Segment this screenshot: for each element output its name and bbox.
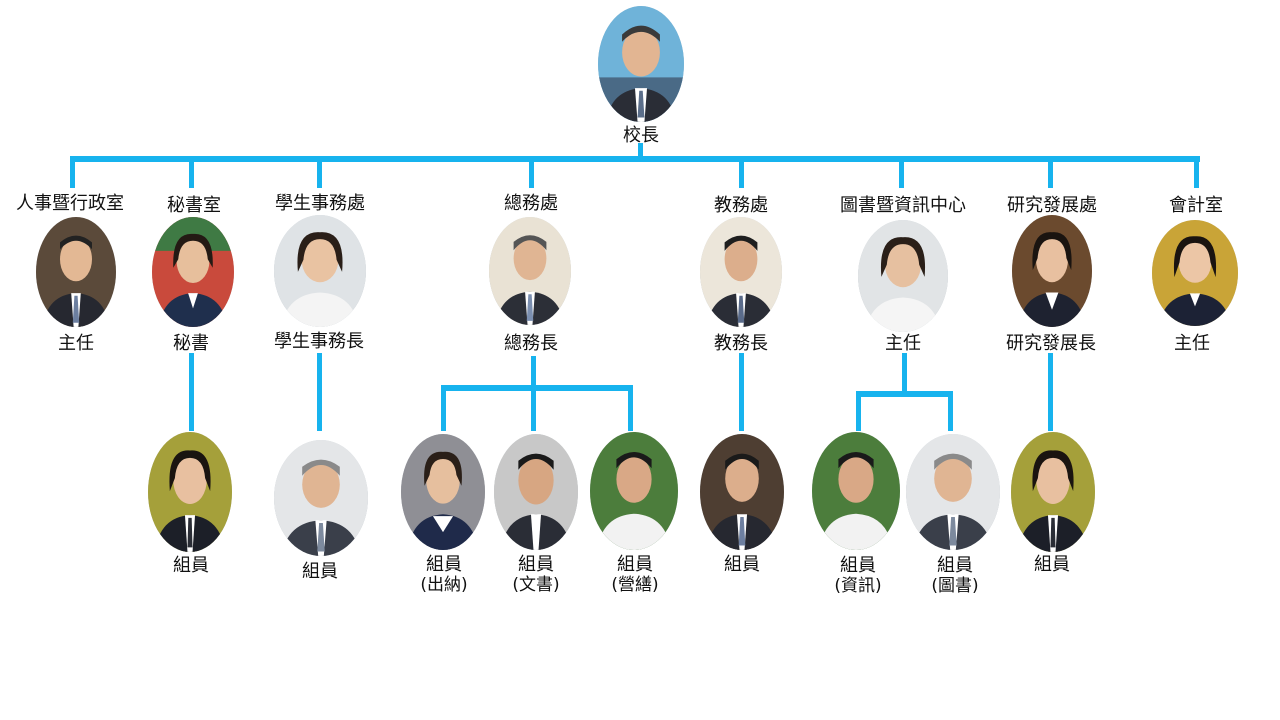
connector-dept-7 bbox=[1048, 156, 1053, 188]
connector-main-horizontal bbox=[70, 156, 1200, 162]
dept-name-personnel: 人事暨行政室 bbox=[16, 193, 124, 214]
dept-head-role-secretariat: 秘書 bbox=[173, 333, 209, 354]
connector-academic-staff bbox=[739, 353, 744, 431]
dept-head-photo-academic-affairs bbox=[700, 217, 782, 327]
staff-note-maintenance: (營繕) bbox=[611, 575, 659, 595]
dept-head-role-general-affairs: 總務長 bbox=[504, 333, 558, 354]
connector-research-staff bbox=[1048, 353, 1053, 431]
dept-head-role-academic-affairs: 教務長 bbox=[714, 333, 768, 354]
connector-library-down bbox=[902, 353, 907, 393]
staff-photo-academic-affairs bbox=[700, 434, 784, 550]
staff-note-documents: (文書) bbox=[512, 575, 560, 595]
dept-name-student-affairs: 學生事務處 bbox=[275, 193, 365, 214]
staff-note-library: (圖書) bbox=[931, 576, 979, 596]
dept-head-photo-library-it bbox=[858, 220, 948, 332]
dept-head-photo-personnel bbox=[36, 217, 116, 327]
connector-dept-3 bbox=[317, 156, 322, 188]
staff-note-cashier: (出納) bbox=[420, 575, 468, 595]
connector-ga-staff-1 bbox=[441, 385, 446, 431]
connector-ga-staff-2 bbox=[531, 385, 536, 431]
dept-head-photo-accounting bbox=[1152, 220, 1238, 326]
connector-dept-4 bbox=[529, 156, 534, 188]
staff-photo-student-affairs bbox=[274, 440, 368, 556]
dept-name-secretariat: 秘書室 bbox=[167, 195, 221, 216]
staff-photo-research bbox=[1011, 432, 1095, 552]
dept-name-academic-affairs: 教務處 bbox=[714, 195, 768, 216]
connector-library-horizontal bbox=[856, 391, 953, 397]
staff-role-academic-affairs: 組員 bbox=[724, 554, 760, 575]
staff-role-secretariat: 組員 bbox=[173, 555, 209, 576]
dept-head-role-student-affairs: 學生事務長 bbox=[274, 331, 364, 352]
dept-head-photo-student-affairs bbox=[274, 215, 366, 327]
dept-head-photo-research bbox=[1012, 215, 1092, 327]
staff-role-documents: 組員 bbox=[518, 554, 554, 575]
connector-student-affairs-staff bbox=[317, 353, 322, 431]
staff-photo-library bbox=[906, 434, 1000, 550]
staff-role-it: 組員 bbox=[840, 555, 876, 576]
connector-lib-staff-1 bbox=[856, 391, 861, 431]
connector-general-affairs-down bbox=[531, 356, 536, 386]
dept-head-role-research: 研究發展長 bbox=[1006, 333, 1096, 354]
dept-head-photo-general-affairs bbox=[489, 217, 571, 325]
connector-secretary-staff bbox=[189, 353, 194, 431]
staff-photo-maintenance bbox=[590, 432, 678, 550]
principal-photo bbox=[598, 6, 684, 122]
connector-dept-8 bbox=[1194, 156, 1199, 188]
staff-photo-it bbox=[812, 432, 900, 550]
connector-lib-staff-2 bbox=[948, 391, 953, 431]
connector-ga-staff-3 bbox=[628, 385, 633, 431]
dept-name-research: 研究發展處 bbox=[1007, 195, 1097, 216]
staff-role-student-affairs: 組員 bbox=[302, 561, 338, 582]
dept-head-role-library-it: 主任 bbox=[885, 333, 921, 354]
staff-note-it: (資訊) bbox=[834, 576, 882, 596]
connector-principal-down bbox=[638, 143, 643, 160]
staff-role-cashier: 組員 bbox=[426, 554, 462, 575]
dept-head-role-personnel: 主任 bbox=[58, 333, 94, 354]
dept-head-photo-secretariat bbox=[152, 217, 234, 327]
staff-role-research: 組員 bbox=[1034, 554, 1070, 575]
connector-dept-1 bbox=[70, 156, 75, 188]
staff-photo-secretariat bbox=[148, 432, 232, 552]
dept-head-role-accounting: 主任 bbox=[1174, 333, 1210, 354]
staff-photo-documents bbox=[494, 434, 578, 550]
connector-dept-5 bbox=[739, 156, 744, 188]
dept-name-library-it: 圖書暨資訊中心 bbox=[840, 195, 966, 216]
dept-name-general-affairs: 總務處 bbox=[504, 193, 558, 214]
principal-title: 校長 bbox=[623, 125, 659, 146]
staff-photo-cashier bbox=[401, 434, 485, 550]
connector-dept-2 bbox=[189, 156, 194, 188]
connector-general-affairs-horizontal bbox=[441, 385, 633, 391]
connector-dept-6 bbox=[899, 156, 904, 188]
staff-role-maintenance: 組員 bbox=[617, 554, 653, 575]
staff-role-library: 組員 bbox=[937, 555, 973, 576]
dept-name-accounting: 會計室 bbox=[1169, 195, 1223, 216]
